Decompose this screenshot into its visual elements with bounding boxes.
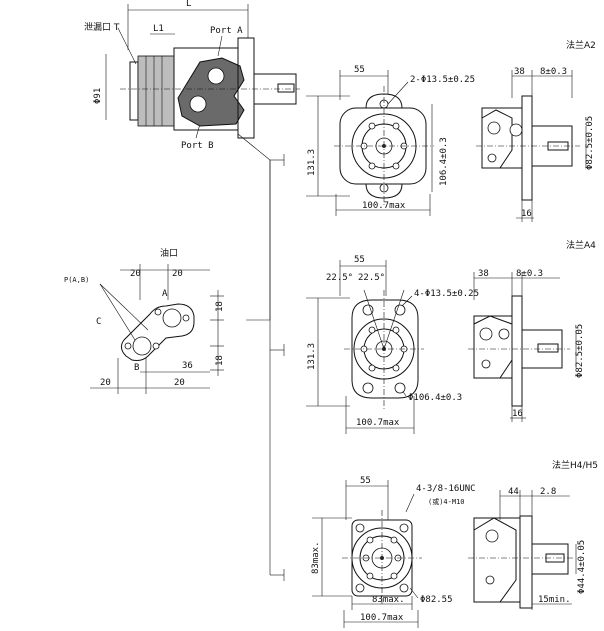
a4-dim-38: 38 [478,269,489,279]
flange-a4-title: 法兰A4 [566,239,596,251]
dim-L: L [186,0,191,9]
a4-dim-16: 16 [512,409,523,419]
a4-dim-131: 131.3 [307,343,317,370]
oil-port-title: 油口 [160,247,178,259]
dim-20-top-left: 20 [130,269,141,279]
a2-dim-16: 16 [521,209,532,219]
port-b: B [134,363,139,373]
flange-h4h5-title: 法兰H4/H5 [552,459,598,471]
a2-holes: 2-Φ13.5±0.25 [410,75,475,85]
a4-holes: 4-Φ13.5±0.25 [414,289,479,299]
h4-dim-83h: 83max. [311,541,321,574]
h4-dim-15: 15min. [538,595,571,605]
dim-18-lower: 18 [215,355,225,366]
a2-dim-pcd: 106.4±0.3 [439,137,449,186]
a2-dim-55: 55 [354,65,365,75]
flange-a2-title: 法兰A2 [566,39,596,51]
a4-dim-100: 100.7max [356,418,400,428]
h4-holes-alt: (或)4-M10 [428,497,465,506]
dim-36: 36 [182,361,193,371]
leader-lines [237,133,285,581]
a4-dim-82: Φ82.5±0.05 [575,324,585,378]
a4-dim-55: 55 [354,255,365,265]
outlet-label: 泄漏口 T [84,21,120,33]
h4-dim-44s: Φ44.4±0.05 [577,540,587,594]
port-a-label: Port A [210,26,243,36]
a2-dim-8: 8±0.3 [540,67,567,77]
a2-dim-100: 100.7max [362,201,406,211]
port-b-label: Port B [181,141,214,151]
dim-L1: L1 [153,24,164,34]
dim-dia91: Φ91 [93,88,103,104]
a4-dim-pcd: Φ106.4±0.3 [408,393,462,403]
port-a: A [162,289,168,299]
h4-dim-28: 2.8 [540,487,556,497]
h4-dim-100: 100.7max [360,613,404,623]
oil-port-view: 油口 20 20 P(A,B) A C B 18 18 36 20 20 [64,247,225,394]
h4-dim-44: 44 [508,487,519,497]
a4-dim-8: 8±0.3 [516,269,543,279]
dim-20-bottom-right: 20 [174,378,185,388]
flange-a4: 法兰A4 55 22.5° 22.5° 4-Φ13.5±0.25 131.3 Φ… [306,239,596,434]
h4-dim-83w: 83max. [372,595,405,605]
h4-holes: 4-3/8-16UNC [416,484,476,494]
a4-angle-2: 22.5° [358,273,385,283]
dim-20-bottom-left: 20 [100,378,111,388]
flange-h4h5: 法兰H4/H5 55 4-3/8-16UNC (或)4-M10 83max. 8… [311,459,598,628]
a2-dim-82: Φ82.5±0.05 [585,116,595,170]
a2-dim-38: 38 [514,67,525,77]
h4-dim-55: 55 [360,476,371,486]
port-c: C [96,317,101,327]
a2-dim-131: 131.3 [307,149,317,176]
p-label: P(A,B) [64,276,89,284]
flange-a2: 法兰A2 55 2-Φ13.5±0.25 131.3 106.4±0.3 100… [306,39,596,222]
a4-angle-1: 22.5° [326,273,353,283]
dim-20-top-right: 20 [172,269,183,279]
h4-dim-82: Φ82.55 [420,595,453,605]
motor-side-view: L L1 泄漏口 T Port A Port B Φ91 [84,0,300,151]
dim-18-upper: 18 [215,301,225,312]
